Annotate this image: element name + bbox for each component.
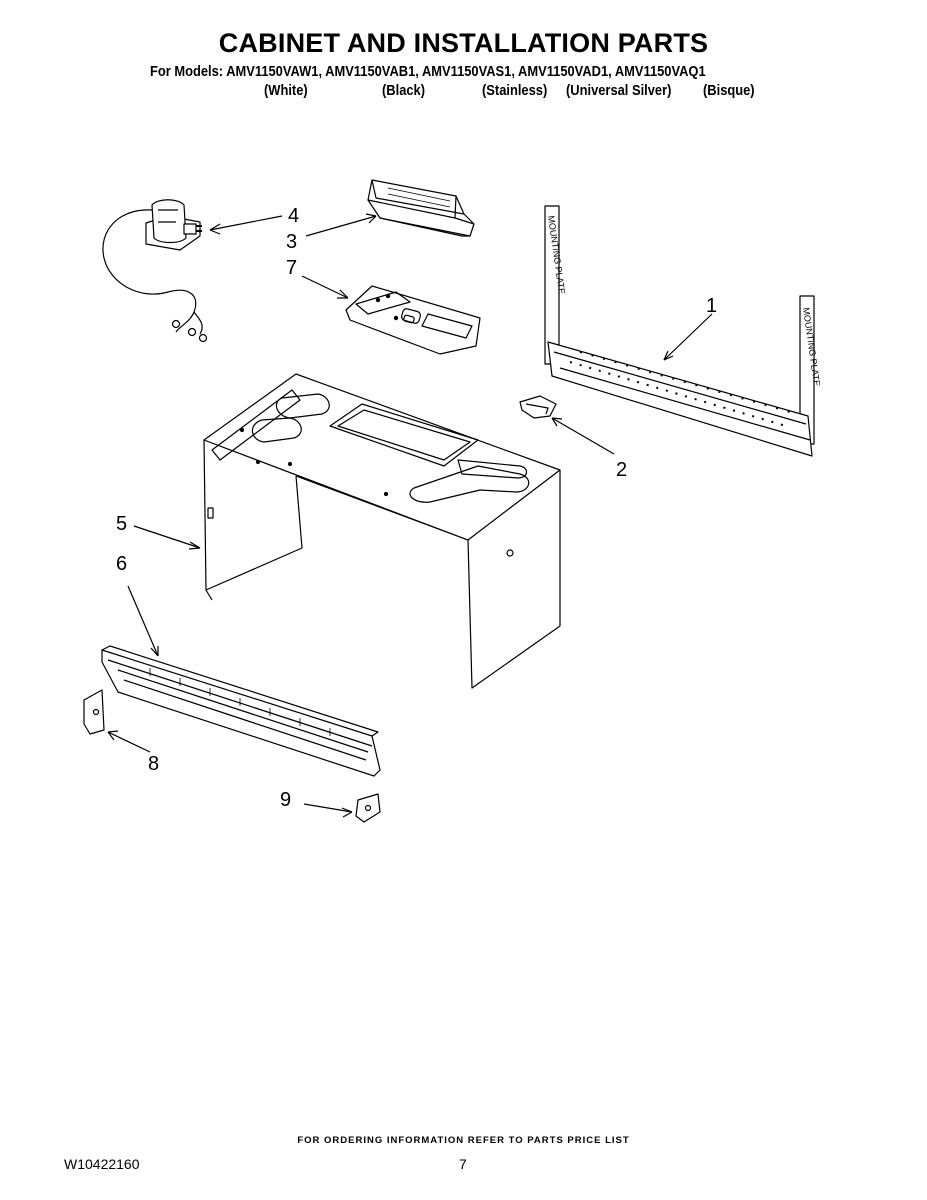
callout-8: 8 [148,753,159,775]
color-stainless: (Stainless) [482,82,548,99]
clip-part-2 [519,395,557,419]
ordering-note: FOR ORDERING INFORMATION REFER TO PARTS … [297,1135,630,1146]
models-line: For Models: AMV1150VAW1, AMV1150VAB1, AM… [150,63,706,80]
callout-7: 7 [286,257,297,279]
page-number: 7 [459,1156,467,1172]
callout-5: 5 [116,513,127,535]
vent-grille-part-6 [101,645,381,777]
callout-6: 6 [116,553,127,575]
callout-3: 3 [286,231,297,253]
document-number: W10422160 [64,1156,140,1172]
vent-damper-part-3 [367,179,475,237]
mounting-plate-part-1 [544,205,815,457]
callout-1: 1 [706,295,717,317]
bracket-part-8 [83,689,105,735]
damper-plate-part-7 [345,285,481,355]
bracket-part-9 [355,793,381,823]
page-title: CABINET AND INSTALLATION PARTS [218,28,709,58]
cabinet-wrapper-part-5 [203,373,561,689]
callout-9: 9 [280,789,291,811]
leader-lines [107,213,713,818]
color-black: (Black) [382,82,426,99]
power-cord-part-4 [102,199,208,343]
callout-4: 4 [288,205,299,227]
color-white: (White) [264,82,308,99]
color-universal-silver: (Universal Silver) [566,82,672,99]
color-bisque: (Bisque) [703,82,755,99]
callout-2: 2 [616,459,627,481]
